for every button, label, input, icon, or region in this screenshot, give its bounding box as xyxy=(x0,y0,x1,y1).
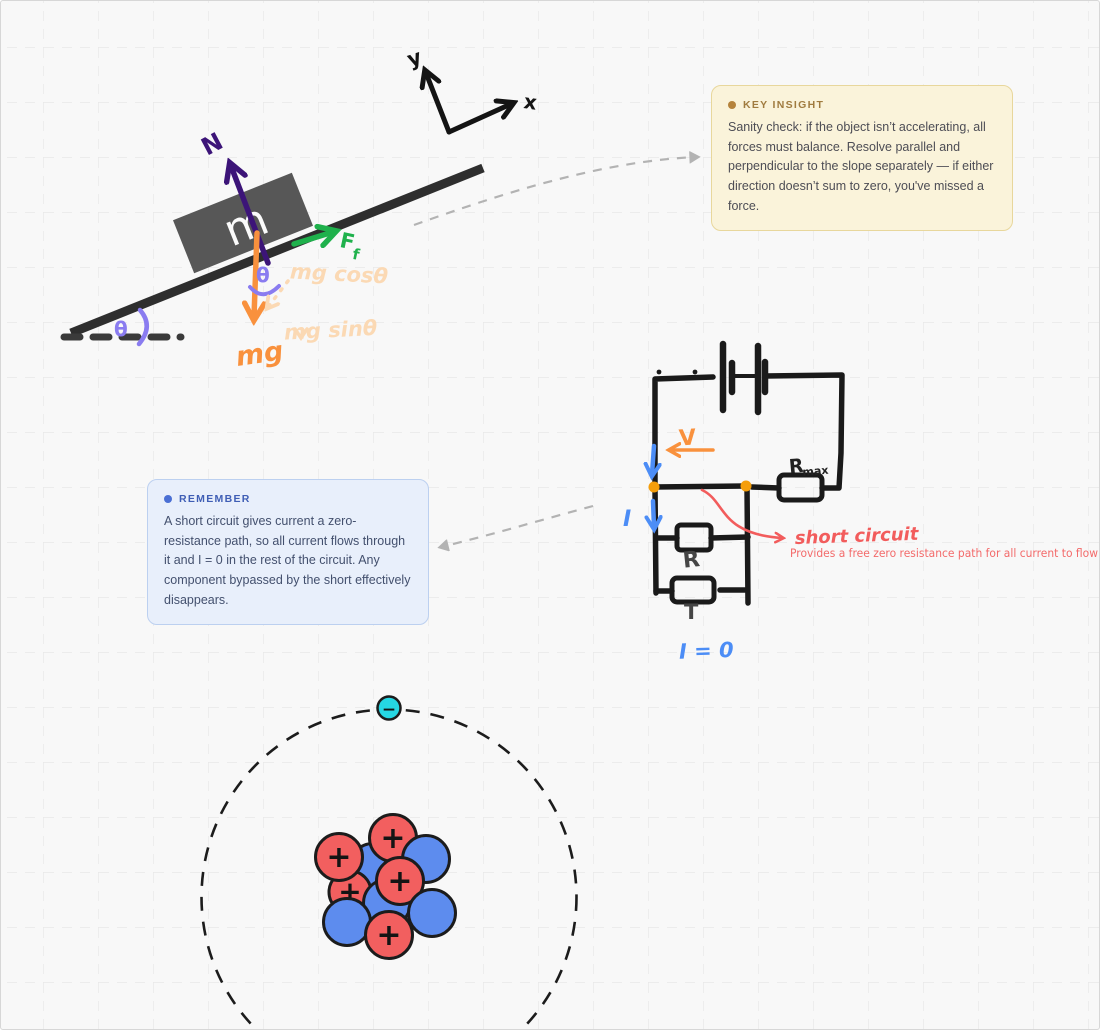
resistor-r xyxy=(674,522,714,553)
axes-icon: y x xyxy=(404,45,539,135)
slope-line xyxy=(69,163,485,338)
proton xyxy=(364,910,414,960)
angle-vertex-label: θ xyxy=(256,263,270,287)
neutron xyxy=(407,888,457,938)
wire-resistor-branch xyxy=(653,534,751,541)
electron-minus: − xyxy=(382,700,396,720)
weight-parallel-label: mg sinθ xyxy=(283,316,377,345)
key-insight-body: Sanity check: if the object isn’t accele… xyxy=(728,120,994,213)
axis-x-label: x xyxy=(522,89,538,115)
remember-header: REMEMBER xyxy=(164,493,412,505)
svg-text:max: max xyxy=(802,464,829,479)
key-insight-card[interactable]: KEY INSIGHT Sanity check: if the object … xyxy=(711,85,1013,232)
key-insight-header: KEY INSIGHT xyxy=(728,99,996,111)
friction-label: F xyxy=(338,228,357,254)
short-circuit-label: short circuit xyxy=(794,524,920,549)
key-insight-title: KEY INSIGHT xyxy=(743,99,825,111)
ink-dot xyxy=(656,369,662,375)
short-circuit-note: Provides a free zero resistance path for… xyxy=(790,546,1098,560)
proton xyxy=(314,832,364,882)
normal-force-arrow xyxy=(231,166,271,266)
incline-diagram[interactable]: y x m N mg θ θ mg cosθ mg sinθ F xyxy=(60,45,539,373)
atom-diagram[interactable]: + + + + + − xyxy=(200,695,578,1030)
neutron xyxy=(322,897,372,947)
nucleus: + + + + + xyxy=(314,813,457,960)
circuit-diagram[interactable]: R max R T V I short circuit Provides a f… xyxy=(623,340,1098,664)
weight-arrow xyxy=(254,230,257,317)
angle-vertex-arc xyxy=(248,284,281,297)
connector-to-remember[interactable] xyxy=(441,504,594,547)
remember-title: REMEMBER xyxy=(179,493,251,505)
short-circuit-pointer xyxy=(700,488,782,538)
friction-arrow xyxy=(291,232,333,244)
ink-dot xyxy=(692,369,698,375)
wire-bottom-branch xyxy=(653,587,748,594)
wire-short-bus xyxy=(651,483,749,490)
connector-to-key-insight[interactable] xyxy=(413,157,697,227)
proton-plus: + xyxy=(380,821,405,856)
resistor-label: R xyxy=(682,547,702,574)
current-label: I xyxy=(623,507,631,532)
proton-plus: + xyxy=(376,918,401,953)
remember-body: A short circuit gives current a zero-res… xyxy=(164,514,411,607)
wire-right xyxy=(762,372,845,491)
weight-label: mg xyxy=(234,336,285,373)
proton-plus: + xyxy=(387,864,412,899)
rheostat-label: R max xyxy=(788,455,829,479)
friction-label-sub: f xyxy=(351,245,362,264)
proton xyxy=(375,856,425,906)
angle-base-label: θ xyxy=(114,317,128,341)
wire-right-lower xyxy=(744,483,751,606)
angle-base-arc xyxy=(136,307,149,347)
electron xyxy=(376,695,402,721)
junction-dot-left xyxy=(648,481,660,493)
current-zero-label: I = 0 xyxy=(679,638,734,664)
junction-dot-right xyxy=(740,480,752,492)
current-arrow-upper xyxy=(652,443,654,474)
voltage-label: V xyxy=(678,425,697,451)
component-bottom xyxy=(669,575,717,605)
proton-plus: + xyxy=(326,840,351,875)
bullet-icon xyxy=(164,495,172,503)
component-arrowhead xyxy=(293,327,309,342)
component-bottom-label: T xyxy=(684,600,699,624)
bullet-icon xyxy=(728,101,736,109)
wire-rmax-left xyxy=(749,484,782,491)
remember-card[interactable]: REMEMBER A short circuit gives current a… xyxy=(147,479,429,626)
current-arrow-lower xyxy=(653,498,654,527)
weight-perpendicular-label: mg cosθ xyxy=(289,259,388,288)
svg-text:R: R xyxy=(788,455,805,478)
